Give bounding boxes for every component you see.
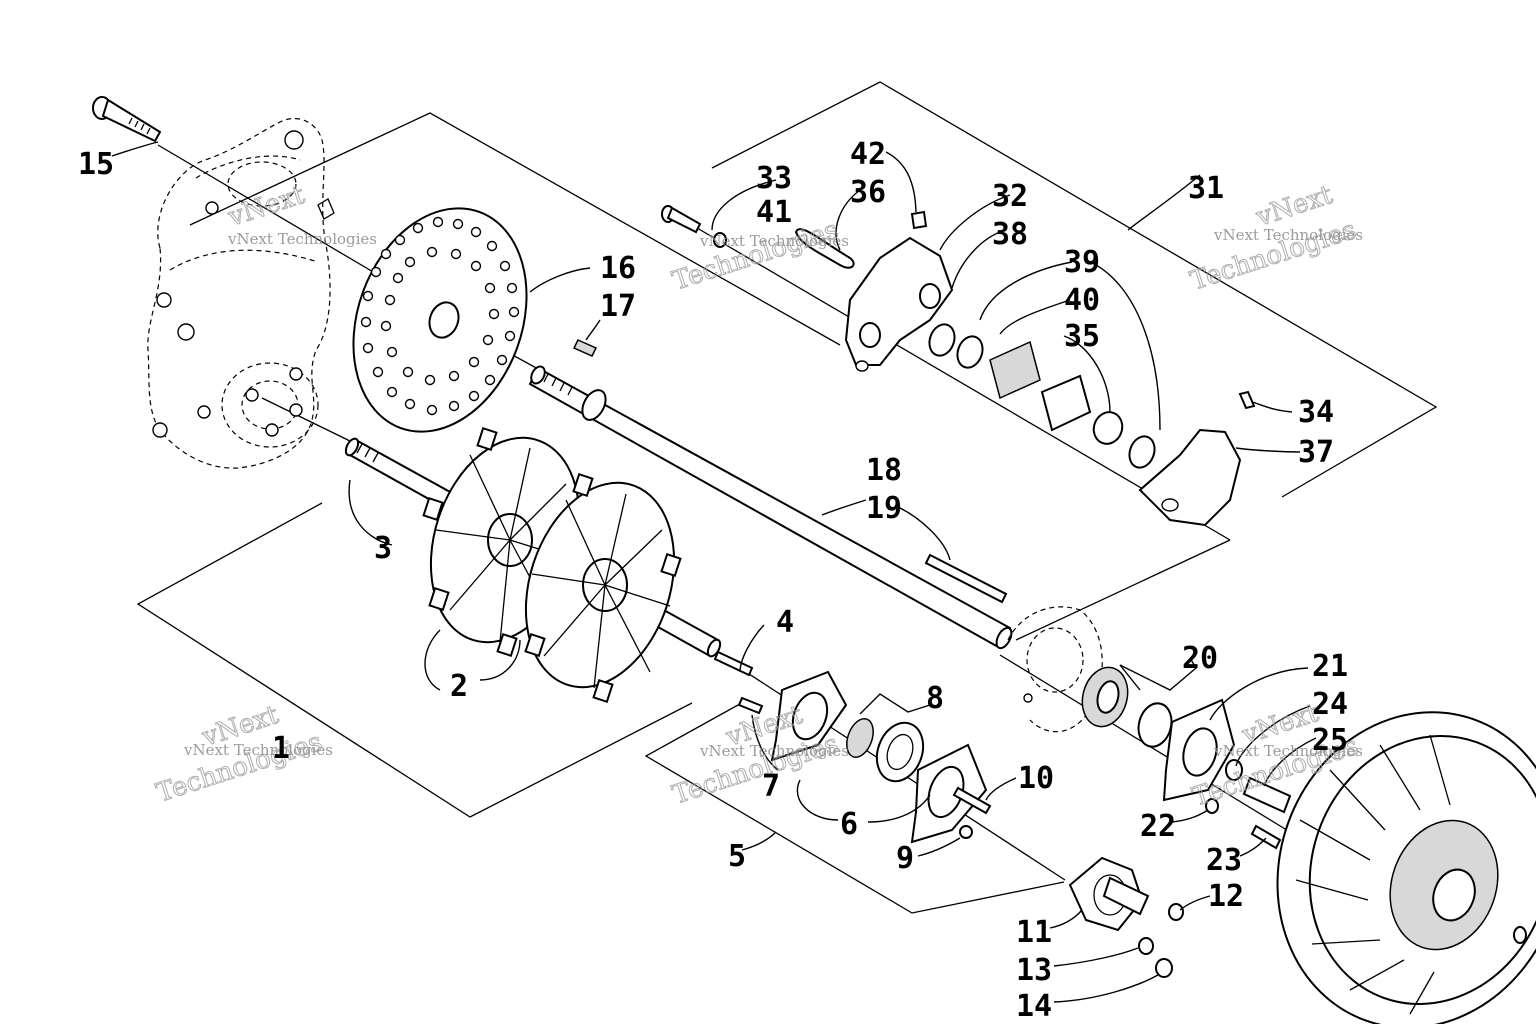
part-label-34: 34 (1298, 395, 1334, 430)
group-upper-outline (189, 112, 841, 346)
housing-11 (1068, 856, 1150, 932)
part-label-17: 17 (600, 289, 636, 324)
bearing-flange-6-right (910, 743, 988, 844)
nut-14 (1155, 958, 1173, 978)
part-label-37: 37 (1298, 435, 1334, 470)
piston-40-b (1092, 411, 1124, 445)
part-label-8: 8 (926, 681, 944, 716)
bolt-23 (1250, 824, 1282, 850)
washer-13 (1138, 937, 1154, 955)
clip-41 (713, 232, 727, 248)
part-label-42: 42 (850, 137, 886, 172)
part-number-labels: 15 16 17 3 2 1 4 33 41 36 42 32 38 31 39… (78, 137, 1348, 1024)
spring-36 (794, 228, 855, 269)
watermark-text: vNext Technologies (1213, 742, 1363, 760)
pin-4 (713, 650, 754, 677)
group-5-outline (644, 704, 1065, 914)
key-17 (572, 339, 598, 357)
part-label-1: 1 (272, 731, 290, 766)
part-label-21: 21 (1312, 649, 1348, 684)
washer-22 (1205, 798, 1219, 814)
part-label-41: 41 (756, 195, 792, 230)
rear-chaincase (1007, 606, 1103, 733)
part-label-15: 15 (78, 147, 114, 182)
group-rear-line (1015, 539, 1231, 641)
part-label-6: 6 (840, 807, 858, 842)
seal-39 (928, 323, 956, 357)
brake-disc-16 (352, 207, 528, 433)
piston-40 (956, 335, 984, 369)
part-label-32: 32 (992, 179, 1028, 214)
part-label-24: 24 (1312, 687, 1348, 722)
part-label-14: 14 (1016, 989, 1052, 1024)
seal-39-b (1128, 435, 1156, 469)
shaft-10 (952, 786, 992, 815)
caliper-bolt-33 (661, 205, 702, 234)
driven-clutch (1276, 711, 1536, 1024)
group-31-outline (711, 81, 1438, 498)
part-label-18: 18 (866, 453, 902, 488)
watermark-text: vNext Technologies (699, 742, 849, 760)
washer-9 (959, 825, 973, 839)
group-outlines (136, 81, 1438, 914)
part-label-10: 10 (1018, 761, 1054, 796)
key-19 (924, 553, 1008, 604)
spacer-25 (1242, 776, 1292, 814)
part-label-25: 25 (1312, 723, 1348, 758)
caliper-half-37 (1138, 428, 1242, 527)
chaincase-housing (147, 117, 335, 469)
bearing-flange-6-left (770, 670, 848, 762)
part-label-22: 22 (1140, 809, 1176, 844)
part-label-5: 5 (728, 839, 746, 874)
nut-12 (1168, 903, 1184, 921)
leader-lines (111, 141, 1317, 1003)
pad-35-b (1040, 374, 1092, 432)
axis-bolt-15 (157, 144, 381, 277)
shaft-18 (528, 365, 1013, 650)
part-label-2: 2 (450, 669, 468, 704)
part-label-33: 33 (756, 161, 792, 196)
part-label-23: 23 (1206, 843, 1242, 878)
part-label-38: 38 (992, 217, 1028, 252)
bolt-15 (92, 96, 162, 143)
part-label-16: 16 (600, 251, 636, 286)
part-label-4: 4 (776, 605, 794, 640)
part-label-13: 13 (1016, 953, 1052, 988)
bolt-7 (737, 696, 764, 715)
part-label-11: 11 (1016, 915, 1052, 950)
part-label-7: 7 (762, 769, 780, 804)
axis-caliper (679, 217, 1231, 541)
watermark-text: vNext Technologies (1213, 226, 1363, 244)
watermark-text: vNext Technologies (699, 232, 849, 250)
part-label-3: 3 (374, 531, 392, 566)
part-label-36: 36 (850, 175, 886, 210)
part-label-39: 39 (1064, 245, 1100, 280)
bleeder-34 (1238, 390, 1256, 410)
part-label-12: 12 (1208, 879, 1244, 914)
part-label-35: 35 (1064, 319, 1100, 354)
disc-vent-holes (360, 216, 520, 416)
watermark-brand: vNext (224, 180, 309, 233)
part-label-31: 31 (1188, 171, 1224, 206)
axis-drive-left (261, 397, 353, 443)
group-1-outline (136, 502, 693, 818)
sprocket-2-right (524, 473, 682, 703)
bearing-20 (1081, 666, 1173, 748)
watermark-text: vNext Technologies (183, 741, 333, 759)
caliper-body-32 (844, 236, 954, 372)
ring-24 (1225, 759, 1243, 781)
pad-35-a (989, 340, 1041, 400)
part-label-40: 40 (1064, 283, 1100, 318)
collar-8 (846, 718, 925, 783)
flange-21 (1162, 698, 1236, 802)
part-label-9: 9 (896, 841, 914, 876)
part-label-20: 20 (1182, 641, 1218, 676)
part-label-19: 19 (866, 491, 902, 526)
watermark-text: vNext Technologies (227, 230, 377, 248)
bleeder-42 (910, 210, 928, 230)
